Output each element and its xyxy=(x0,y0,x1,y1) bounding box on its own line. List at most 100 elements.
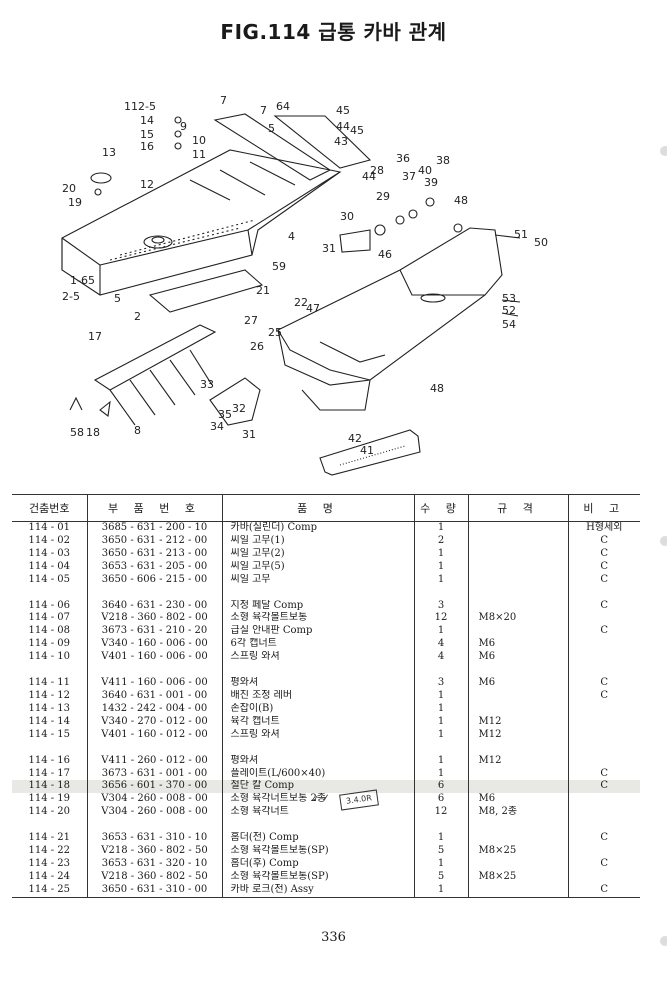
cell-qty: 1 xyxy=(413,832,468,846)
svg-text:14: 14 xyxy=(140,114,154,127)
handwritten-mark: ✓ ✓ xyxy=(311,793,331,805)
svg-text:26: 26 xyxy=(250,340,264,353)
cell-name: 배진 조정 레버 xyxy=(221,689,414,703)
cell-spec xyxy=(467,702,568,716)
svg-text:17: 17 xyxy=(88,330,102,343)
cell-remark: C xyxy=(567,780,640,794)
cell-qty: 1 xyxy=(413,702,468,716)
cell-qty: 1 xyxy=(413,560,468,574)
cell-spec xyxy=(467,832,568,846)
cell-qty: 6 xyxy=(413,780,468,794)
svg-text:32: 32 xyxy=(232,402,246,415)
header-part-number: 부 품 번 호 xyxy=(86,494,222,522)
cell-name: 홈더(전) Comp xyxy=(221,832,414,846)
binder-hole xyxy=(660,146,667,156)
cell-no: 114 - 18 xyxy=(12,780,87,794)
cell-code: 3650 - 606 - 215 - 00 xyxy=(86,573,222,587)
cell-name: 소형 육각볼트보통(SP) xyxy=(221,845,414,858)
svg-text:35: 35 xyxy=(218,408,232,421)
cell-name: 스프링 와셔 xyxy=(221,728,414,742)
cell-remark: C xyxy=(567,832,640,846)
svg-text:4: 4 xyxy=(288,230,295,243)
cell-name: 스프링 와셔 xyxy=(221,651,414,665)
cell-remark: C xyxy=(567,767,640,781)
cell-code: 3653 - 631 - 310 - 10 xyxy=(86,832,222,846)
cell-name: 지정 페달 Comp xyxy=(221,599,414,613)
spacer-cell xyxy=(221,664,414,678)
spacer-cell xyxy=(221,741,414,755)
cell-qty: 1 xyxy=(413,728,468,742)
spacer-cell xyxy=(86,819,222,833)
cell-qty: 4 xyxy=(413,651,468,665)
svg-text:18: 18 xyxy=(86,426,100,439)
svg-text:51: 51 xyxy=(514,228,528,241)
spacer-cell xyxy=(467,819,568,833)
cell-remark: C xyxy=(567,883,640,898)
cell-code: 3673 - 631 - 001 - 00 xyxy=(86,767,222,781)
cell-remark xyxy=(567,651,640,665)
cell-name: 씨일 고무(2) xyxy=(221,547,414,561)
cell-remark: C xyxy=(567,560,640,574)
table-header-row: 건춤번호 부 품 번 호 품 명 수 량 규 격 비 고 xyxy=(12,494,640,522)
cell-remark: C xyxy=(567,857,640,871)
spacer-cell xyxy=(12,742,87,755)
svg-text:41: 41 xyxy=(360,444,374,457)
svg-text:42: 42 xyxy=(348,432,362,445)
cell-qty: 5 xyxy=(413,845,468,858)
svg-text:43: 43 xyxy=(334,135,348,148)
svg-text:58: 58 xyxy=(70,426,84,439)
cell-remark: C xyxy=(567,573,640,587)
cell-remark: H형세외 xyxy=(567,521,640,535)
cell-code: V218 - 360 - 802 - 50 xyxy=(86,870,222,884)
group-spacer xyxy=(12,586,640,600)
cell-qty: 3 xyxy=(413,599,468,613)
header-part-name: 품 명 xyxy=(221,494,414,522)
svg-text:45: 45 xyxy=(350,124,364,137)
cell-spec: M12 xyxy=(467,754,568,768)
svg-text:2-5: 2-5 xyxy=(62,290,80,303)
spacer-cell xyxy=(86,586,222,600)
cell-no: 114 - 12 xyxy=(28,689,71,701)
cell-name: 소형 육각볼트보통(SP) xyxy=(221,870,414,884)
cell-remark: C xyxy=(567,547,640,561)
cell-code: V401 - 160 - 012 - 00 xyxy=(86,728,222,742)
cell-code: 3640 - 631 - 230 - 00 xyxy=(86,599,222,613)
cell-qty: 1 xyxy=(413,547,468,561)
cell-remark xyxy=(567,870,640,884)
svg-text:25: 25 xyxy=(268,326,282,339)
cell-remark xyxy=(567,728,640,742)
cell-remark xyxy=(567,638,640,652)
spacer-cell xyxy=(467,586,568,600)
cell-no: 114 - 20 xyxy=(28,806,71,818)
svg-text:10: 10 xyxy=(192,134,206,147)
group-spacer xyxy=(12,664,640,678)
cell-remark: C xyxy=(567,677,640,690)
spacer-cell xyxy=(413,586,468,600)
cell-qty: 3 xyxy=(413,677,468,690)
spacer-cell xyxy=(567,819,640,833)
cell-no: 114 - 04 xyxy=(28,560,71,572)
cell-name: 씨일 고무(1) xyxy=(221,534,414,548)
cell-spec: M6 xyxy=(467,651,568,665)
cell-no: 114 - 11 xyxy=(28,677,71,689)
cell-spec xyxy=(467,767,568,781)
cell-no: 114 - 23 xyxy=(28,857,71,869)
cell-code: V411 - 260 - 012 - 00 xyxy=(86,754,222,768)
cell-code: 3650 - 631 - 212 - 00 xyxy=(86,534,222,548)
svg-text:7: 7 xyxy=(220,94,227,107)
svg-text:21: 21 xyxy=(256,284,270,297)
svg-text:30: 30 xyxy=(340,210,354,223)
svg-text:50: 50 xyxy=(534,236,548,249)
cell-spec: M8×25 xyxy=(467,845,568,858)
cell-spec: M6 xyxy=(467,677,568,690)
svg-text:1-65: 1-65 xyxy=(70,274,95,287)
cell-spec xyxy=(467,547,568,561)
svg-text:11: 11 xyxy=(192,148,206,161)
